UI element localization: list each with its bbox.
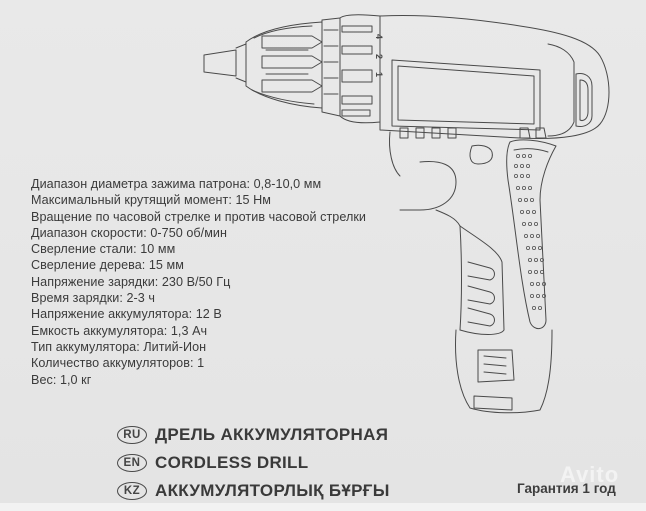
lang-badge-ru: RU [117, 426, 147, 444]
bottom-edge [0, 503, 646, 511]
spec-steel-drilling: Сверление стали: 10 мм [31, 242, 176, 257]
spec-battery-type: Тип аккумулятора: Литий-Ион [31, 339, 207, 354]
spec-weight: Вес: 1,0 кг [31, 372, 92, 387]
product-title-ru: ДРЕЛЬ АККУМУЛЯТОРНАЯ [155, 425, 389, 444]
warranty-label: Гарантия 1 год [517, 481, 616, 496]
product-title-en: CORDLESS DRILL [155, 453, 309, 472]
spec-battery-count: Количество аккумуляторов: 1 [31, 356, 205, 371]
lang-badge-kz: KZ [117, 482, 147, 500]
spec-wood-drilling: Сверление дерева: 15 мм [31, 258, 184, 273]
spec-rotation: Вращение по часовой стрелке и против час… [31, 209, 367, 224]
torque-mark-2: 2 [374, 54, 384, 59]
title-row-kz: KZ АККУМУЛЯТОРЛЫҚ БҰРҒЫ [117, 477, 390, 505]
spec-max-torque: Максимальный крутящий момент: 15 Нм [31, 193, 271, 208]
lang-badge-en: EN [117, 454, 147, 472]
watermark: Avito [560, 462, 620, 487]
spec-battery-capacity: Емкость аккумулятора: 1,3 Ач [31, 323, 208, 338]
spec-charging-voltage: Напряжение зарядки: 230 В/50 Гц [31, 274, 231, 289]
torque-mark-4: 4 [374, 34, 384, 39]
product-title-kz: АККУМУЛЯТОРЛЫҚ БҰРҒЫ [155, 481, 390, 500]
product-titles: RU ДРЕЛЬ АККУМУЛЯТОРНАЯ EN CORDLESS DRIL… [117, 421, 390, 505]
spec-battery-voltage: Напряжение аккумулятора: 12 В [31, 307, 222, 322]
spec-speed-range: Диапазон скорости: 0-750 об/мин [31, 225, 228, 240]
title-row-ru: RU ДРЕЛЬ АККУМУЛЯТОРНАЯ [117, 421, 390, 449]
torque-mark-1: 1 [374, 72, 384, 77]
spec-chuck-range: Диапазон диаметра зажима патрона: 0,8-10… [31, 177, 322, 191]
spec-charging-time: Время зарядки: 2-3 ч [31, 291, 155, 306]
title-row-en: EN CORDLESS DRILL [117, 449, 390, 477]
specifications-list: Диапазон диаметра зажима патрона: 0,8-10… [31, 176, 366, 388]
